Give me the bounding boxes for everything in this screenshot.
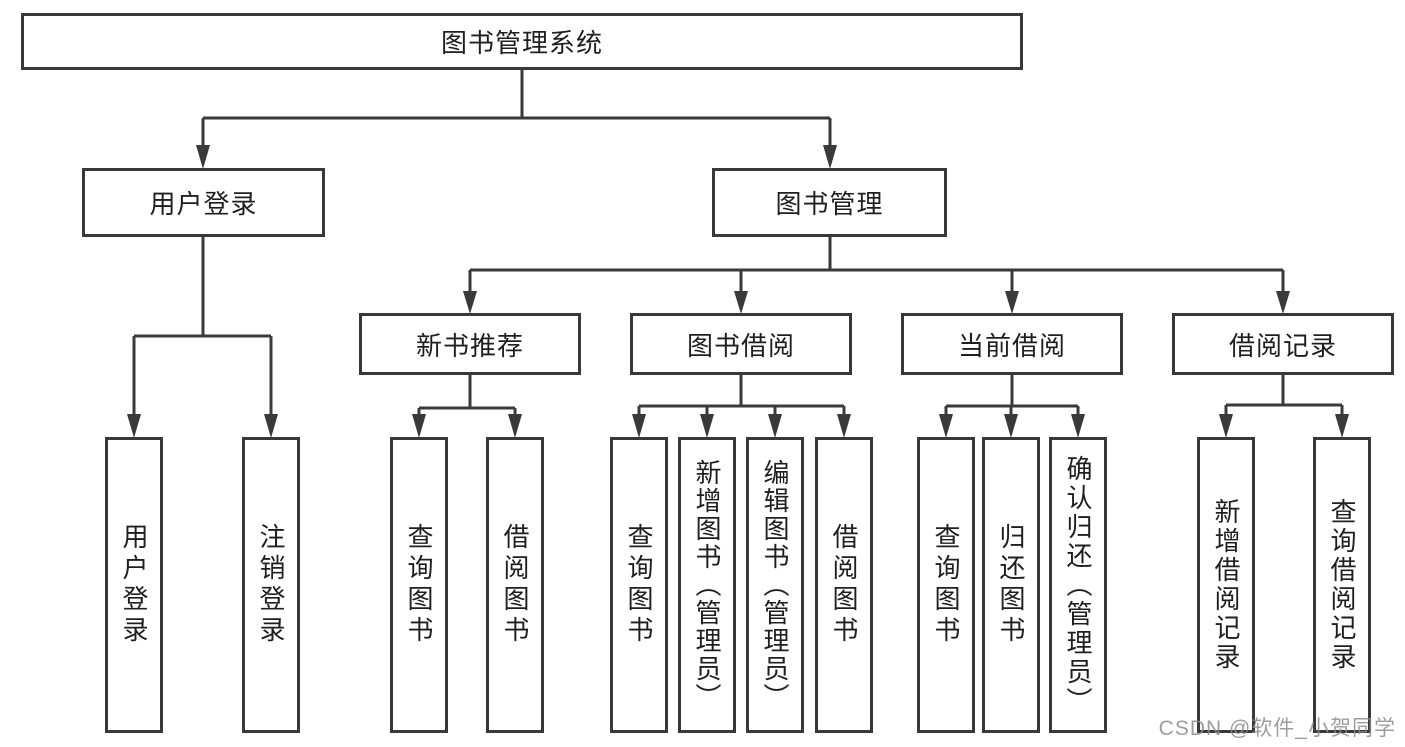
node-borrow-records-label: 借阅记录 <box>1228 330 1337 361</box>
node-borrow-records: 借阅记录 <box>1172 313 1394 375</box>
leaf-nbr-borrow-book: 借阅图书 <box>486 437 544 733</box>
leaf-cb-confirm-return-admin: 确认归还（管理员） <box>1049 437 1107 733</box>
watermark-text: CSDN @软件_小贺同学 <box>1158 717 1396 740</box>
leaf-bb-edit-book-admin: 编辑图书（管理员） <box>746 437 804 733</box>
node-new-book-recommend-label: 新书推荐 <box>415 330 524 361</box>
leaf-logout: 注销登录 <box>242 437 300 733</box>
node-current-borrow: 当前借阅 <box>901 313 1123 375</box>
leaf-bb-query-book: 查询图书 <box>610 437 668 733</box>
leaf-bb-borrow-book: 借阅图书 <box>815 437 873 733</box>
node-book-management-label: 图书管理 <box>775 189 884 219</box>
leaf-user-login: 用户登录 <box>105 437 163 733</box>
node-library-system-label: 图书管理系统 <box>440 28 603 58</box>
node-book-management: 图书管理 <box>712 168 947 237</box>
node-book-borrow-label: 图书借阅 <box>686 330 795 361</box>
node-user-login-label: 用户登录 <box>149 189 258 219</box>
leaf-bb-add-book-admin: 新增图书（管理员） <box>678 437 736 733</box>
node-user-login: 用户登录 <box>82 168 325 237</box>
leaf-nbr-query-book: 查询图书 <box>390 437 448 733</box>
node-book-borrow: 图书借阅 <box>630 313 852 375</box>
node-library-system: 图书管理系统 <box>21 13 1023 70</box>
leaf-br-query-record: 查询借阅记录 <box>1313 437 1371 733</box>
node-new-book-recommend: 新书推荐 <box>359 313 581 375</box>
leaf-br-add-record: 新增借阅记录 <box>1197 437 1255 733</box>
leaf-cb-return-book: 归还图书 <box>982 437 1040 733</box>
node-current-borrow-label: 当前借阅 <box>957 330 1066 361</box>
leaf-cb-query-book: 查询图书 <box>917 437 975 733</box>
